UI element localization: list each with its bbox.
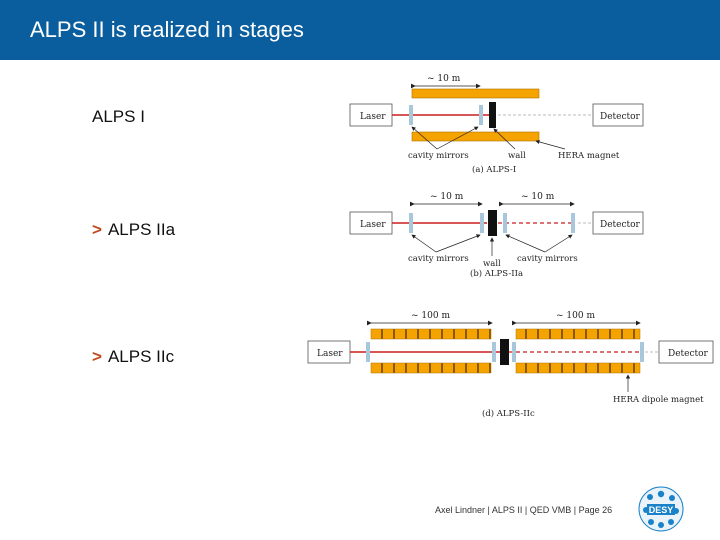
svg-text:Detector: Detector xyxy=(600,112,641,122)
dipole-magnets-lower-right xyxy=(515,362,641,374)
svg-text:~ 10 m: ~ 10 m xyxy=(430,192,464,202)
mirror xyxy=(571,213,575,233)
stage-label-alps-i: ALPS I xyxy=(92,107,145,126)
caption: (b) ALPS-IIa xyxy=(470,268,523,279)
svg-text:cavity mirrors: cavity mirrors xyxy=(517,254,578,264)
length-label: ~ 10 m xyxy=(427,74,461,84)
svg-text:~ 10 m: ~ 10 m xyxy=(521,192,555,202)
svg-text:wall: wall xyxy=(508,151,526,161)
detector-box xyxy=(592,103,644,127)
footer-text: Axel Lindner | ALPS II | QED VMB | Page … xyxy=(435,505,613,515)
diagram-alps-i: ~ 10 m Laser Detector cavity mirrors wal… xyxy=(349,74,644,175)
dipole-magnets-upper-left xyxy=(370,328,492,340)
magnet-top xyxy=(411,88,540,99)
mirror xyxy=(640,342,644,362)
detector-box xyxy=(592,211,644,235)
svg-text:~ 100 m: ~ 100 m xyxy=(556,311,595,321)
svg-text:cavity mirrors: cavity mirrors xyxy=(408,151,469,161)
stage-label-alps-iia: >ALPS IIa xyxy=(92,220,176,239)
mirror xyxy=(366,342,370,362)
mirror xyxy=(479,105,483,125)
dipole-magnets-upper-right xyxy=(515,328,641,340)
mirror xyxy=(409,105,413,125)
svg-text:wall: wall xyxy=(483,259,501,269)
title-bar xyxy=(0,0,720,60)
wall xyxy=(500,339,509,365)
svg-text:Laser: Laser xyxy=(360,112,386,122)
svg-text:~ 100 m: ~ 100 m xyxy=(411,311,450,321)
bullet-arrow: > xyxy=(92,220,102,239)
mirror xyxy=(409,213,413,233)
mirror xyxy=(512,342,516,362)
dipole-magnets-lower-left xyxy=(370,362,492,374)
magnet-bottom xyxy=(411,131,540,142)
wall xyxy=(488,210,497,236)
svg-text:HERA magnet: HERA magnet xyxy=(558,151,620,161)
svg-text:Laser: Laser xyxy=(360,220,386,230)
mirror xyxy=(503,213,507,233)
wall xyxy=(489,102,496,128)
slide-title: ALPS II is realized in stages xyxy=(30,17,304,42)
caption: (d) ALPS-IIc xyxy=(482,408,535,419)
detector-box xyxy=(658,340,714,364)
diagram-alps-iic: ~ 100 m ~ 100 m Laser Detector HERA dipo… xyxy=(307,311,714,419)
mirror xyxy=(480,213,484,233)
svg-text:Laser: Laser xyxy=(317,349,343,359)
diagram-alps-iia: ~ 10 m ~ 10 m Laser Detector cavity mirr… xyxy=(349,192,644,279)
svg-text:HERA dipole magnet: HERA dipole magnet xyxy=(613,395,704,405)
svg-text:DESY: DESY xyxy=(649,505,674,515)
stage-label-alps-iic: >ALPS IIc xyxy=(92,347,175,366)
caption: (a) ALPS-I xyxy=(472,164,516,175)
desy-logo: DESY xyxy=(638,486,684,532)
svg-text:Detector: Detector xyxy=(668,349,709,359)
svg-text:cavity mirrors: cavity mirrors xyxy=(408,254,469,264)
mirror xyxy=(492,342,496,362)
bullet-arrow: > xyxy=(92,347,102,366)
svg-text:Detector: Detector xyxy=(600,220,641,230)
